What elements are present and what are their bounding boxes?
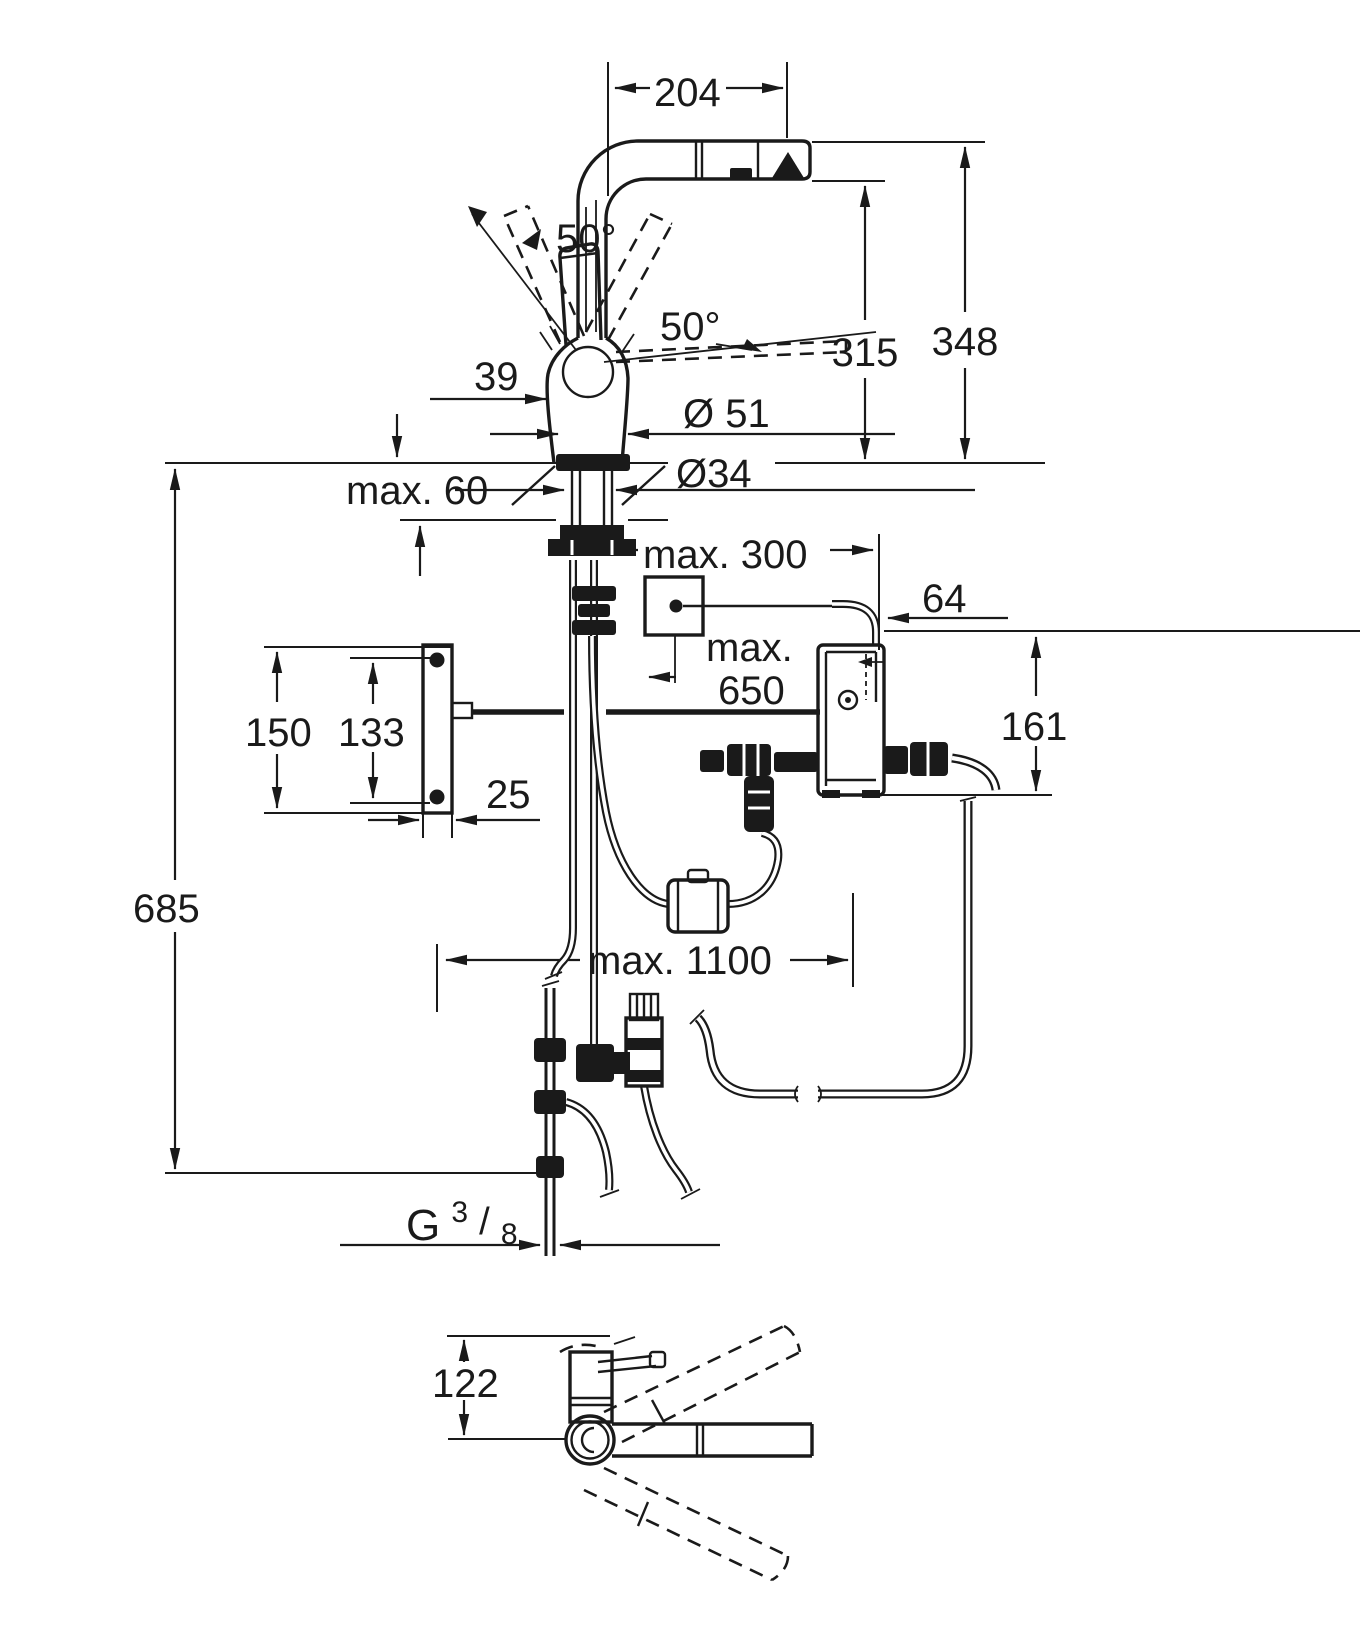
swivel-base	[564, 1414, 616, 1466]
bracket-clip	[450, 701, 474, 720]
deck-flange	[556, 454, 630, 471]
dim-spout-reach: 204	[654, 71, 721, 115]
lever-position-right	[584, 212, 674, 341]
valve-cluster	[534, 992, 664, 1178]
dim-cable-max-word: max.	[706, 626, 793, 670]
lever-position-left	[502, 204, 586, 343]
body-right	[605, 336, 630, 464]
reference-lines	[165, 62, 1360, 1440]
control-box	[700, 643, 948, 832]
swivel-range-up	[603, 1324, 802, 1444]
dim-side-view-height: 122	[432, 1362, 499, 1406]
dim-angle-right: 50°	[660, 305, 721, 349]
dim-outlet-height: 315	[832, 331, 899, 375]
dim-hole-diameter: Ø34	[676, 452, 752, 496]
pipe-fitting-1	[534, 1038, 566, 1062]
dim-total-height: 348	[932, 320, 999, 364]
pullout-head-joint	[694, 141, 760, 179]
dimension-lines	[169, 82, 1042, 1436]
spray-outlet-icon	[772, 152, 804, 178]
faucet-bottom-view	[559, 1324, 814, 1582]
bottom-view-spout	[612, 1422, 814, 1458]
hose-connector	[572, 586, 616, 601]
pipe-fitting-2	[534, 1090, 566, 1114]
dim-box-height: 161	[1001, 705, 1068, 749]
sensor-control-puck	[643, 575, 832, 637]
dim-bracket-outer: 150	[245, 711, 312, 755]
wall-bracket	[421, 643, 474, 815]
swivel-range-down	[583, 1466, 790, 1582]
dim-angle-left: 50°	[556, 217, 617, 261]
lever-position-down	[615, 339, 848, 364]
dim-body-diameter: Ø 51	[683, 392, 770, 436]
dim-hose-reach: max. 1100	[588, 939, 772, 983]
bracket-screw-top	[429, 652, 445, 668]
dim-bracket-width: 25	[486, 773, 531, 817]
dim-bracket-inner: 133	[338, 711, 405, 755]
dim-lever-offset: 39	[474, 355, 519, 399]
dim-thread-size: G 3 / 8	[406, 1187, 518, 1251]
mounting-nut	[560, 525, 624, 539]
lever-handle	[558, 242, 603, 346]
bottom-view-lever	[597, 1354, 657, 1374]
dim-box-width: 64	[922, 577, 967, 621]
tee-fitting	[576, 1044, 614, 1082]
bracket-screw-bottom	[429, 789, 445, 805]
hose-weight	[666, 868, 730, 934]
dim-below-deck-height: 685	[133, 887, 200, 931]
check-valve	[744, 776, 774, 832]
dim-deck-thickness: max. 60	[346, 469, 488, 513]
body-left	[545, 336, 579, 464]
dim-puck-distance: max. 300	[643, 533, 808, 577]
pipe-fitting-3	[536, 1156, 564, 1178]
dim-cable-max-value: 650	[718, 669, 785, 713]
shank	[570, 471, 614, 525]
lever-pivot	[561, 345, 615, 399]
hoses-and-pipes	[541, 560, 1001, 1256]
spout-outline	[576, 139, 812, 338]
dimension-labels: 204 50° 50° 315 348 39 Ø 51 Ø34 max. 60 …	[133, 71, 1067, 1406]
faucet-main-view	[468, 139, 877, 635]
